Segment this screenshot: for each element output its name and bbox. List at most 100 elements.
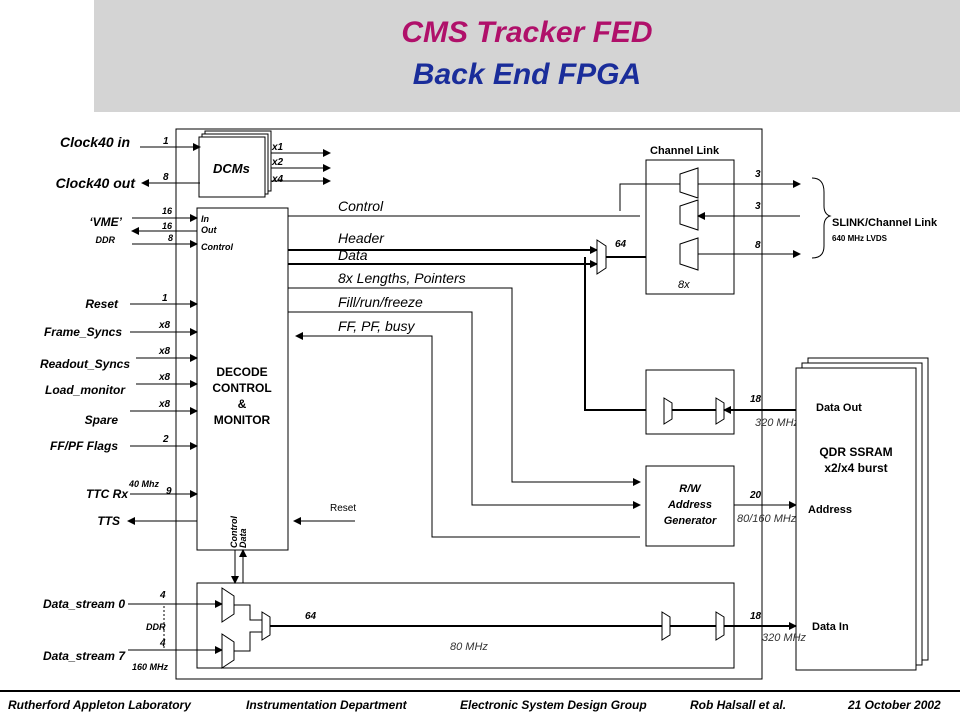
monitor-label: MONITOR — [214, 413, 271, 427]
bottom-control-label: Control — [229, 516, 239, 548]
w-20: 20 — [749, 490, 762, 501]
title-panel: CMS Tracker FED Back End FPGA — [94, 0, 960, 112]
bottom-data-label: Data — [238, 528, 248, 548]
cl-ctrl-line — [619, 183, 680, 211]
freq-80-160: 80/160 MHz — [737, 513, 797, 525]
lengths-bus — [288, 287, 641, 486]
w-ffpf: 2 — [162, 434, 169, 445]
ttc-freq-label: 40 Mhz — [128, 479, 160, 489]
w-64-top: 64 — [615, 239, 627, 250]
w-ttc: 9 — [166, 486, 172, 497]
w-cl-3a: 3 — [755, 169, 761, 180]
w-vme-in: 16 — [162, 206, 173, 216]
ff-bus — [295, 332, 640, 538]
qdr-1-label: QDR SSRAM — [819, 445, 892, 459]
ds-join-1 — [234, 604, 262, 621]
amp-label: & — [238, 397, 247, 411]
ds-reg-4 — [715, 611, 725, 641]
w-vme-out: 16 — [162, 221, 173, 231]
control-bus-label: Control — [338, 198, 384, 214]
ds-ddr-label: DDR — [146, 622, 166, 632]
data-stream-7-label: Data_stream 7 — [43, 649, 126, 663]
freq-80: 80 MHz — [450, 641, 488, 653]
clock40-out-label: Clock40 out — [56, 175, 137, 191]
ds-reg-3 — [661, 611, 671, 641]
w-spare: x8 — [158, 399, 171, 410]
qdr-2-label: x2/x4 burst — [824, 461, 887, 475]
channel-link-label: Channel Link — [650, 145, 720, 157]
header-bus-label: Header — [338, 230, 385, 246]
freq-320-top: 320 MHz — [755, 417, 800, 429]
title: CMS Tracker FED — [401, 16, 653, 49]
qdr-data-out-label: Data Out — [816, 402, 862, 414]
ff-pf-flags-label: FF/PF Flags — [50, 439, 118, 453]
tts-label: TTS — [97, 514, 120, 528]
block-diagram: DCMs x1 x2 x4 DECODE CONTROL & MONITOR I… — [40, 128, 938, 680]
w-frame: x8 — [158, 320, 171, 331]
slink-brace — [811, 177, 832, 259]
decode-label: DECODE — [216, 365, 267, 379]
ds-mux — [261, 611, 271, 641]
ds-join-2 — [234, 631, 262, 652]
w-clk-in: 1 — [163, 136, 169, 147]
spare-label: Spare — [85, 413, 119, 427]
w-18-out: 18 — [750, 394, 762, 405]
frame-syncs-label: Frame_Syncs — [44, 325, 122, 339]
ds-reg-1 — [221, 587, 235, 623]
footer-lab: Rutherford Appleton Laboratory — [8, 698, 191, 712]
qdr-address-label: Address — [808, 504, 852, 516]
rw-3-label: Generator — [664, 515, 717, 527]
control-port-label: Control — [201, 242, 233, 252]
load-monitor-label: Load_monitor — [45, 383, 126, 397]
w-reset: 1 — [162, 293, 168, 304]
data-bus-label: Data — [338, 247, 368, 263]
freq-320-bot: 320 MHz — [762, 632, 807, 644]
vme-label: ‘VME’ — [89, 215, 122, 229]
dcm-x2-label: x2 — [271, 157, 284, 168]
w-64-bot: 64 — [305, 611, 317, 622]
clock40-in-label: Clock40 in — [60, 134, 130, 150]
w-vme-ctl: 8 — [168, 233, 173, 243]
rw-1-label: R/W — [679, 483, 702, 495]
w-readout: x8 — [158, 346, 171, 357]
ds-reg-2 — [221, 633, 235, 669]
fill-bus — [288, 311, 641, 509]
cl-buffer-1 — [679, 167, 699, 199]
fpga-outline — [175, 128, 763, 680]
reset-label: Reset — [85, 297, 119, 311]
dcm-x1-label: x1 — [271, 142, 284, 153]
footer-date: 21 October 2002 — [848, 698, 941, 712]
w-cl-8: 8 — [755, 240, 761, 251]
dcm-x4-label: x4 — [271, 174, 284, 185]
w-clk-out: 8 — [163, 172, 169, 183]
footer-author: Rob Halsall et al. — [690, 698, 787, 712]
ttc-rx-label: TTC Rx — [86, 487, 129, 501]
ff-bus-label: FF, PF, busy — [338, 318, 416, 334]
w-cl-3b: 3 — [755, 201, 761, 212]
w-ds-4b: 4 — [159, 638, 166, 649]
qdr-data-in-label: Data In — [812, 621, 849, 633]
cl-buffer-2 — [679, 199, 699, 231]
rw-2-label: Address — [667, 499, 712, 511]
mux-count-label: 8x — [678, 279, 690, 291]
ds-freq-label: 160 MHz — [132, 662, 169, 672]
output-mux — [596, 239, 607, 275]
dout-buf-1 — [663, 397, 673, 425]
mux-to-qdr-bus — [584, 257, 664, 411]
in-label: In — [201, 214, 210, 224]
vme-ddr-label: DDR — [96, 235, 116, 245]
out-label: Out — [201, 225, 217, 235]
reset-bus-label: Reset — [330, 503, 356, 514]
subtitle: Back End FPGA — [412, 58, 642, 91]
fill-bus-label: Fill/run/freeze — [338, 294, 423, 310]
footer-group: Electronic System Design Group — [460, 698, 647, 712]
dout-buf-2 — [715, 397, 725, 425]
control-label: CONTROL — [212, 381, 271, 395]
w-load: x8 — [158, 372, 171, 383]
footer: Rutherford Appleton Laboratory Instrumen… — [0, 690, 960, 720]
slink-sub-label: 640 MHz LVDS — [832, 234, 888, 243]
data-stream-0-label: Data_stream 0 — [43, 597, 125, 611]
rw-address-generator-block — [645, 465, 735, 547]
dcms-label: DCMs — [213, 161, 250, 176]
